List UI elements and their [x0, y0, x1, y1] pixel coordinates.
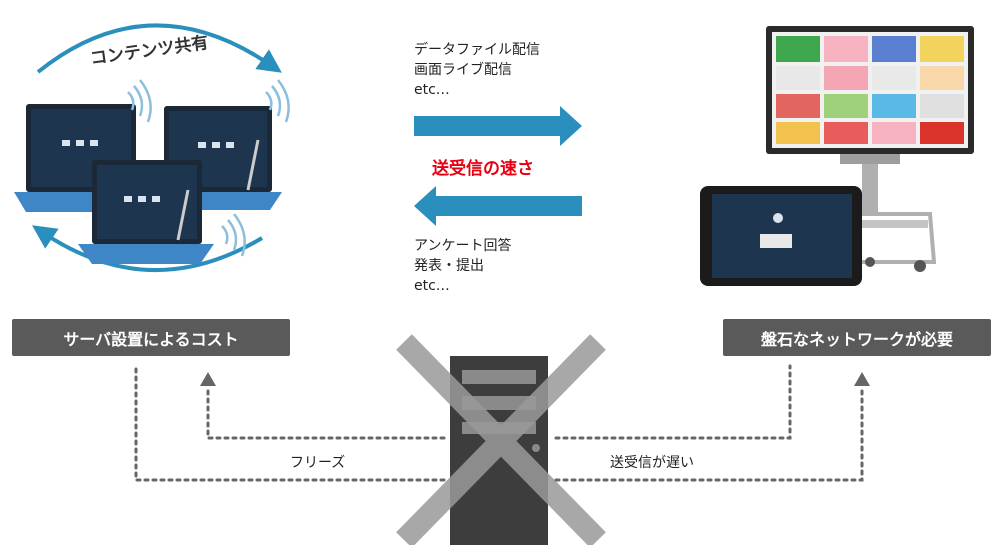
uplink-arrow — [414, 186, 582, 226]
downlink-line-1: データファイル配信 — [414, 42, 540, 58]
downlink-arrow — [414, 106, 582, 146]
wifi-waves-icon-center — [221, 213, 246, 257]
uplink-line-1: アンケート回答 — [414, 238, 512, 254]
speed-label: 送受信の速さ — [432, 159, 534, 179]
uplink-text: アンケート回答 発表・提出 etc… — [414, 236, 511, 296]
freeze-label: フリーズ — [290, 455, 346, 471]
share-label: コンテンツ共有 — [89, 32, 210, 69]
slow-connector-arrowhead — [854, 372, 870, 386]
electronic-whiteboard-icon — [766, 26, 974, 272]
uplink-line-2: 発表・提出 — [414, 258, 484, 274]
cross-mark-icon — [396, 334, 606, 548]
share-arc-top-arrow — [36, 23, 282, 74]
wifi-waves-icon-right — [265, 79, 290, 123]
tablet-icon — [700, 186, 862, 286]
wifi-waves-icon-left — [127, 79, 152, 123]
downlink-line-2: 画面ライブ配信 — [414, 62, 512, 78]
uplink-line-3: etc… — [414, 278, 450, 294]
downlink-text: データファイル配信 画面ライブ配信 etc… — [414, 40, 540, 100]
slow-label: 送受信が遅い — [610, 455, 694, 471]
server-cost-label: サーバ設置によるコスト — [12, 319, 290, 356]
freeze-connector — [134, 364, 446, 482]
downlink-line-3: etc… — [414, 82, 450, 98]
network-required-label: 盤石なネットワークが必要 — [723, 319, 991, 356]
slow-connector — [554, 364, 864, 482]
laptop-center-icon — [78, 160, 214, 264]
freeze-connector-arrowhead — [200, 372, 216, 386]
share-arc-bottom-arrow — [32, 225, 264, 272]
